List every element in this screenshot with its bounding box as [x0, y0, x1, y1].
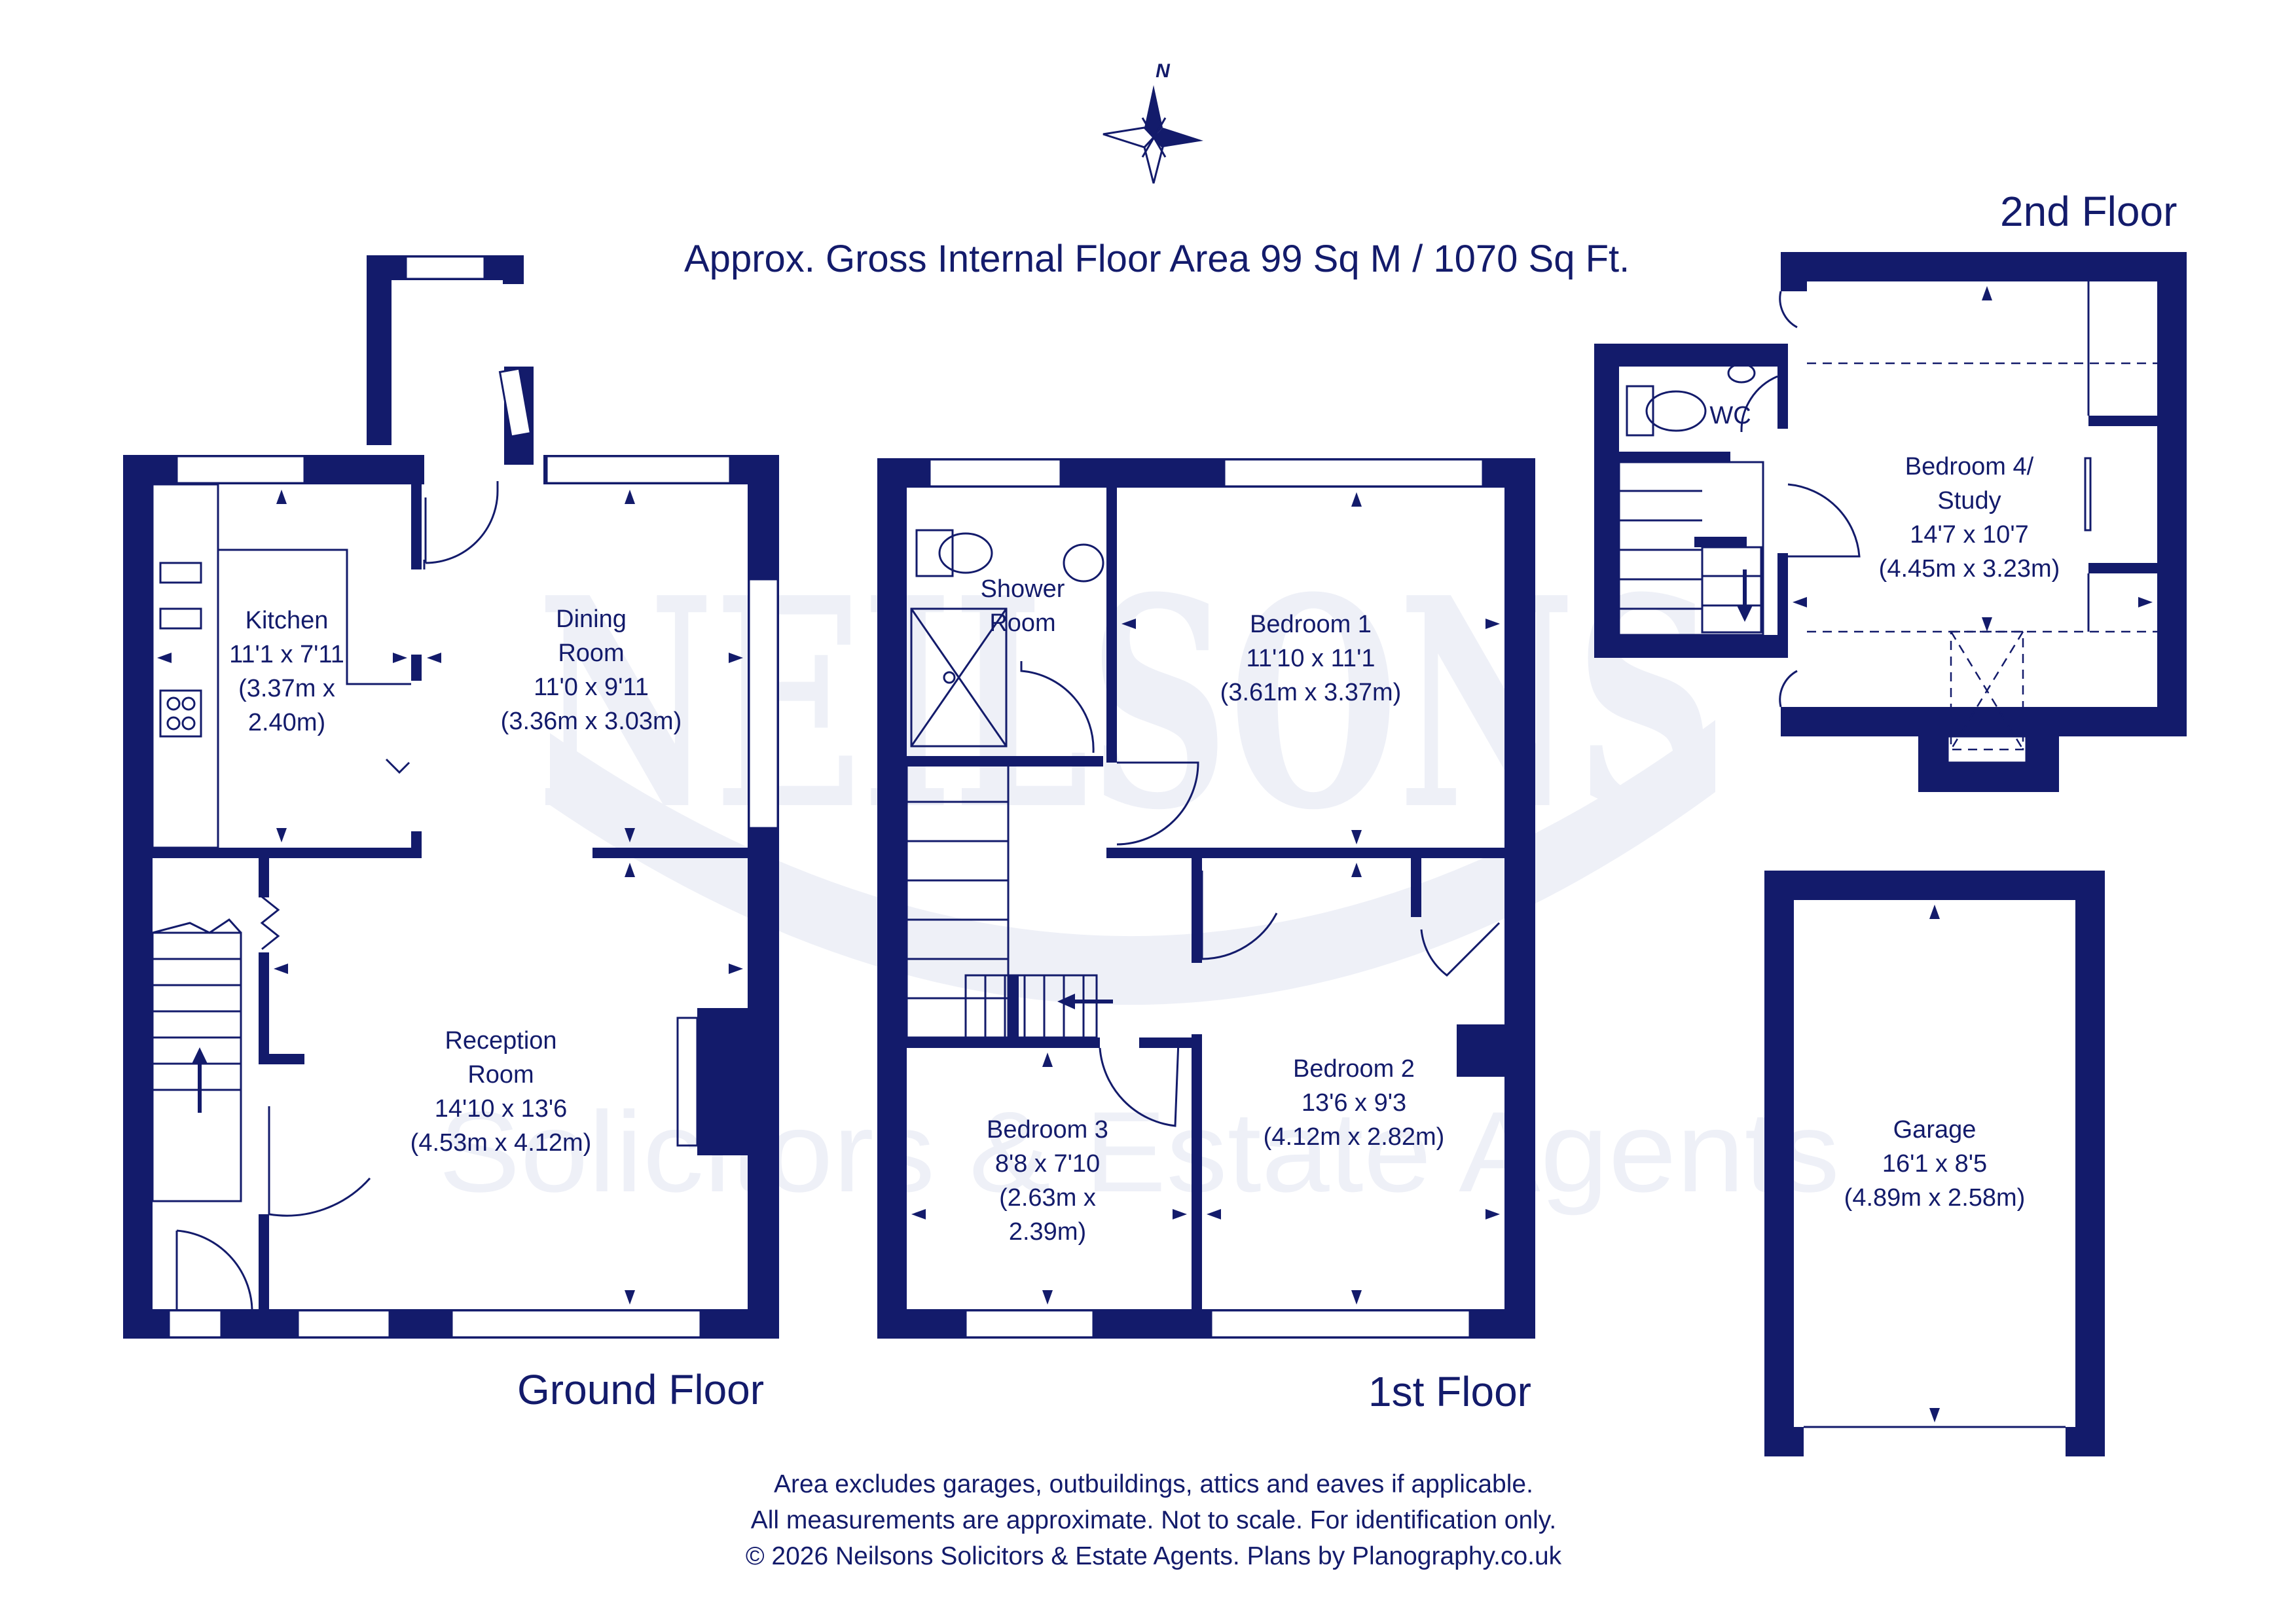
room-dining-metric: (3.36m x 3.03m)	[501, 708, 682, 735]
room-shower-name: Shower	[981, 575, 1065, 603]
room-reception-label: Reception Room 14'10 x 13'6 (4.53m x 4.1…	[410, 1027, 592, 1157]
room-bedroom1-name: Bedroom 1	[1250, 611, 1372, 638]
first-floor-plan	[877, 458, 1535, 1339]
room-bedroom3-name: Bedroom 3	[987, 1116, 1108, 1144]
room-bedroom4-imperial: 14'7 x 10'7	[1910, 521, 2028, 549]
second-floor-plan: WC	[1594, 252, 2187, 792]
dimension-markers	[157, 286, 2153, 1422]
room-bedroom4-name-cont: Study	[1937, 487, 2001, 514]
room-bedroom3-metric: (2.63m x	[999, 1184, 1096, 1212]
room-bedroom1-label: Bedroom 1 11'10 x 11'1 (3.61m x 3.37m)	[1220, 611, 1402, 706]
room-bedroom1-metric: (3.61m x 3.37m)	[1220, 679, 1402, 706]
room-dining-name: Dining	[556, 605, 627, 633]
room-bedroom4-name: Bedroom 4/	[1905, 453, 2034, 480]
room-bedroom2-name: Bedroom 2	[1293, 1055, 1415, 1083]
room-reception-metric: (4.53m x 4.12m)	[410, 1129, 592, 1157]
floor-label-first: 1st Floor	[1368, 1368, 1531, 1415]
room-kitchen-metric-cont: 2.40m)	[248, 709, 325, 736]
disclaimer-line-3: © 2026 Neilsons Solicitors & Estate Agen…	[746, 1542, 1562, 1570]
room-bedroom4-label: Bedroom 4/ Study 14'7 x 10'7 (4.45m x 3.…	[1879, 453, 2060, 583]
room-kitchen-metric: (3.37m x	[238, 675, 335, 702]
garage-plan	[1764, 871, 2105, 1456]
room-kitchen-imperial: 11'1 x 7'11	[229, 641, 344, 668]
compass-north-label: N	[1156, 60, 1171, 82]
room-bedroom3-metric-cont: 2.39m)	[1009, 1218, 1086, 1246]
room-bedroom4-metric: (4.45m x 3.23m)	[1879, 555, 2060, 583]
room-garage-name: Garage	[1893, 1116, 1977, 1144]
room-shower-name-cont: Room	[989, 609, 1055, 637]
room-dining-imperial: 11'0 x 9'11	[534, 674, 649, 701]
room-bedroom2-imperial: 13'6 x 9'3	[1302, 1089, 1406, 1117]
room-kitchen-label: Kitchen 11'1 x 7'11 (3.37m x 2.40m)	[229, 607, 344, 736]
area-summary: Approx. Gross Internal Floor Area 99 Sq …	[684, 238, 1630, 280]
room-dining-name-cont: Room	[558, 640, 624, 667]
watermark-brand: NEILSONS	[537, 535, 1715, 873]
room-bedroom3-imperial: 8'8 x 7'10	[995, 1150, 1100, 1178]
room-reception-name: Reception	[445, 1027, 556, 1055]
floor-label-second: 2nd Floor	[2000, 188, 2177, 235]
room-reception-name-cont: Room	[467, 1061, 534, 1089]
room-dining-label: Dining Room 11'0 x 9'11 (3.36m x 3.03m)	[501, 605, 682, 735]
room-shower-label: Shower Room	[981, 575, 1065, 637]
room-bedroom1-imperial: 11'10 x 11'1	[1247, 645, 1376, 672]
room-bedroom2-metric: (4.12m x 2.82m)	[1264, 1123, 1445, 1151]
room-bedroom2-label: Bedroom 2 13'6 x 9'3 (4.12m x 2.82m)	[1264, 1055, 1445, 1151]
compass-icon: N	[1102, 60, 1203, 184]
disclaimer-line-1: Area excludes garages, outbuildings, att…	[774, 1470, 1533, 1498]
room-kitchen-name: Kitchen	[246, 607, 329, 634]
room-garage-imperial: 16'1 x 8'5	[1882, 1150, 1987, 1178]
room-garage-metric: (4.89m x 2.58m)	[1844, 1184, 2026, 1212]
footer-disclaimer: Area excludes garages, outbuildings, att…	[746, 1470, 1562, 1570]
room-bedroom3-label: Bedroom 3 8'8 x 7'10 (2.63m x 2.39m)	[987, 1116, 1108, 1246]
floor-label-ground: Ground Floor	[517, 1366, 764, 1413]
ground-floor-plan	[123, 255, 779, 1339]
disclaimer-line-2: All measurements are approximate. Not to…	[751, 1506, 1557, 1534]
room-wc-name: WC	[1709, 402, 1751, 429]
room-garage-label: Garage 16'1 x 8'5 (4.89m x 2.58m)	[1844, 1116, 2026, 1212]
room-reception-imperial: 14'10 x 13'6	[435, 1095, 568, 1123]
watermark-tagline: Solicitors & Estate Agents	[439, 1089, 1840, 1216]
